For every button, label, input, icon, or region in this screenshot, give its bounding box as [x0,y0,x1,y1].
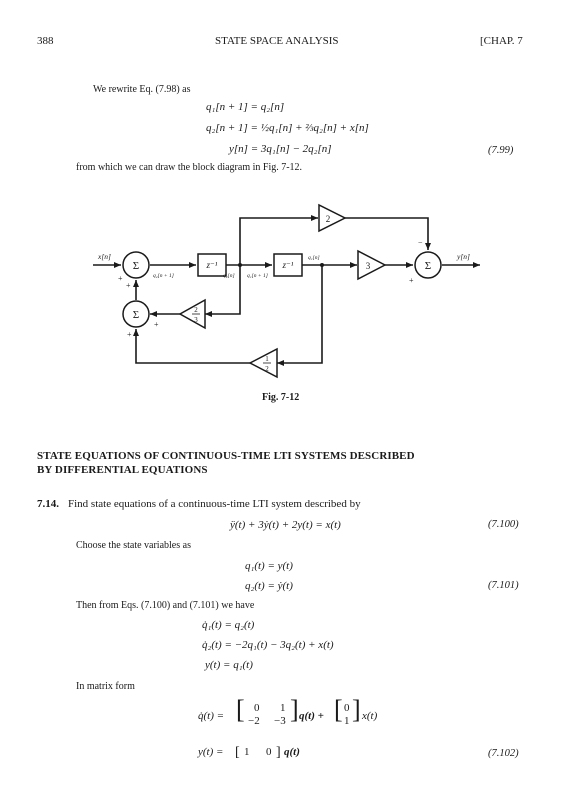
summer-2 [122,300,150,328]
then-text: Then from Eqs. (7.100) and (7.101) we ha… [76,600,255,611]
wire-down-to-gain23 [205,265,241,317]
b1: 0 [344,702,350,714]
equation-q1: q₁[n + 1] = q₂[n] [206,101,285,113]
summer-1 [122,251,150,279]
matrix-lhs: q̇(t) = [198,710,225,722]
gain-two-thirds-den: 3 [194,316,198,324]
bracket-left-icon: [ [236,695,245,724]
sign-plus: + [154,320,159,329]
c2: 0 [266,746,272,758]
gain-2-label: 2 [326,214,331,224]
q1-now-label: q₁[n] [308,255,320,261]
differential-equation: ÿ(t) + 3ẏ(t) + 2y(t) = x(t) [230,519,341,531]
wire-down-to-gain12 [277,265,323,366]
output-q-term: q(t) [284,746,300,758]
problem-statement: Find state equations of a continuous-tim… [68,498,361,510]
summer-1-symbol: Σ [133,260,139,272]
gain-two-thirds-num: 2 [194,306,198,314]
q2-next-label: q₂[n + 1] [153,273,174,279]
bracket-right-icon: ] [276,745,281,760]
sign-minus: − [418,238,423,247]
summer-2-symbol: Σ [133,309,139,321]
de-number: (7.100) [488,519,519,530]
sign-plus: + [126,281,131,290]
section-title-line2: BY DIFFERENTIAL EQUATIONS [37,464,208,476]
junction-dot [320,263,324,267]
block-diagram: Σ Σ Σ z⁻¹ z⁻¹ 2 3 2 3 1 2 x[n] y[n] q₂[n… [93,203,480,403]
b2: 1 [344,715,350,727]
bracket-left-icon: [ [334,695,343,724]
a22: −3 [274,715,286,727]
gain-block-2 [318,203,347,233]
page-number: 388 [37,35,54,47]
equation-number: (7.99) [488,145,514,156]
chapter-label: [CHAP. 7 [480,35,523,47]
state-equation-2: q̇₂(t) = −2q₁(t) − 3q₂(t) + x(t) [202,639,334,651]
input-label: x[n] [97,252,111,261]
a11: 0 [254,702,260,714]
wire-gain12-sum2 [133,329,250,364]
state-variable-1: q₁(t) = y(t) [245,560,293,572]
output-equation: y(t) = q₁(t) [205,659,253,671]
matrix-form-text: In matrix form [76,681,135,692]
section-title-line1: STATE EQUATIONS OF CONTINUOUS-TIME LTI S… [37,450,415,462]
summer-3 [414,251,442,279]
equation-q2: q₂[n + 1] = ½q₁[n] + ⅔q₂[n] + x[n] [206,122,369,134]
c1: 1 [244,746,250,758]
delay-block-2 [273,253,303,277]
a12: 1 [280,702,286,714]
gain-block-3 [357,249,387,281]
wire-top-to-gain2 [239,215,318,265]
q1-next-label: q₁[n + 1] [247,273,268,279]
sign-plus: + [409,276,414,285]
matrix-q-term: q(t) + [299,710,324,722]
sign-plus: + [127,330,132,339]
sv-number: (7.101) [488,580,519,591]
state-equation-1: q̇₁(t) = q₂(t) [202,619,255,631]
output-lhs: y(t) = [198,746,224,758]
a21: −2 [248,715,260,727]
gain-half-den: 2 [265,365,269,373]
after-text: from which we can draw the block diagram… [76,162,303,173]
rewrite-text: We rewrite Eq. (7.98) as [93,84,191,95]
junction-dot [238,263,242,267]
state-variable-2: q₂(t) = ẏ(t) [245,580,293,592]
bracket-left-icon: [ [235,745,240,760]
sign-plus: + [118,274,123,283]
figure-caption: Fig. 7-12 [262,392,299,403]
gain-half-num: 1 [265,355,269,363]
wire-gain2-sum3 [345,217,431,250]
bracket-right-icon: ] [290,695,299,724]
gain-3-label: 3 [366,261,371,271]
q2-now-label: q₂[n] [223,273,235,279]
delay-block-1 [197,253,227,277]
choose-text: Choose the state variables as [76,540,191,551]
summer-3-symbol: Σ [425,260,431,272]
matrix-number: (7.102) [488,748,519,759]
output-matrix-equation: y(t) = [ 1 0 ] q(t) [198,745,438,766]
running-title: STATE SPACE ANALYSIS [215,35,339,47]
delay-2-label: z⁻¹ [282,260,294,270]
delay-1-label: z⁻¹ [206,260,218,270]
bracket-right-icon: ] [352,695,361,724]
matrix-x-term: x(t) [362,710,378,722]
problem-number: 7.14. [37,498,59,510]
output-label: y[n] [456,252,470,261]
state-matrix-equation: q̇(t) = [ 0 1 −2 −3 ] q(t) + [ 0 1 ] x(t… [198,697,438,736]
equation-y: y[n] = 3q₁[n] − 2q₂[n] [229,143,332,155]
